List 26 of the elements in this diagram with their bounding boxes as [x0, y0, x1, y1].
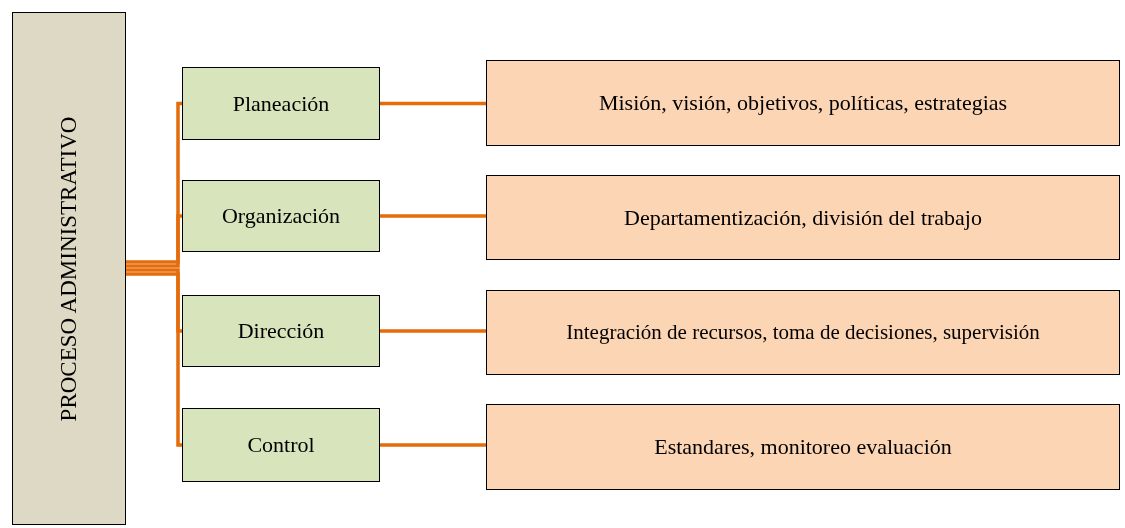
box-text: Organización — [221, 203, 341, 229]
connector-line — [380, 101, 486, 106]
stage-box — [12, 12, 126, 525]
box-text: Dirección — [237, 318, 325, 344]
detail-box — [486, 290, 1120, 375]
step-box — [182, 180, 380, 252]
connector-line — [126, 272, 182, 447]
connector-line — [126, 214, 182, 268]
detail-box — [486, 175, 1120, 260]
vertical-title: PROCESO ADMINISTRATIVO — [56, 116, 82, 421]
step-box — [182, 295, 380, 367]
connector-line — [380, 214, 486, 218]
step-box — [182, 408, 380, 482]
step-box — [182, 67, 380, 140]
connector-line — [380, 329, 486, 333]
box-text: Misión, visión, objetivos, políticas, estrategias — [598, 90, 1008, 116]
detail-box — [486, 404, 1120, 490]
connector-line — [380, 443, 486, 447]
box-text: Control — [247, 432, 315, 458]
detail-box — [486, 60, 1120, 146]
box-text: Integración de recursos, toma de decisiones, supervisión — [566, 320, 1040, 345]
box-text: Departamentización, división del trabajo — [624, 204, 982, 231]
box-text: Estandares, monitoreo evaluación — [654, 434, 952, 460]
connector-line — [126, 268, 182, 333]
box-text: Planeación — [232, 90, 330, 117]
connector-line — [126, 101, 182, 264]
